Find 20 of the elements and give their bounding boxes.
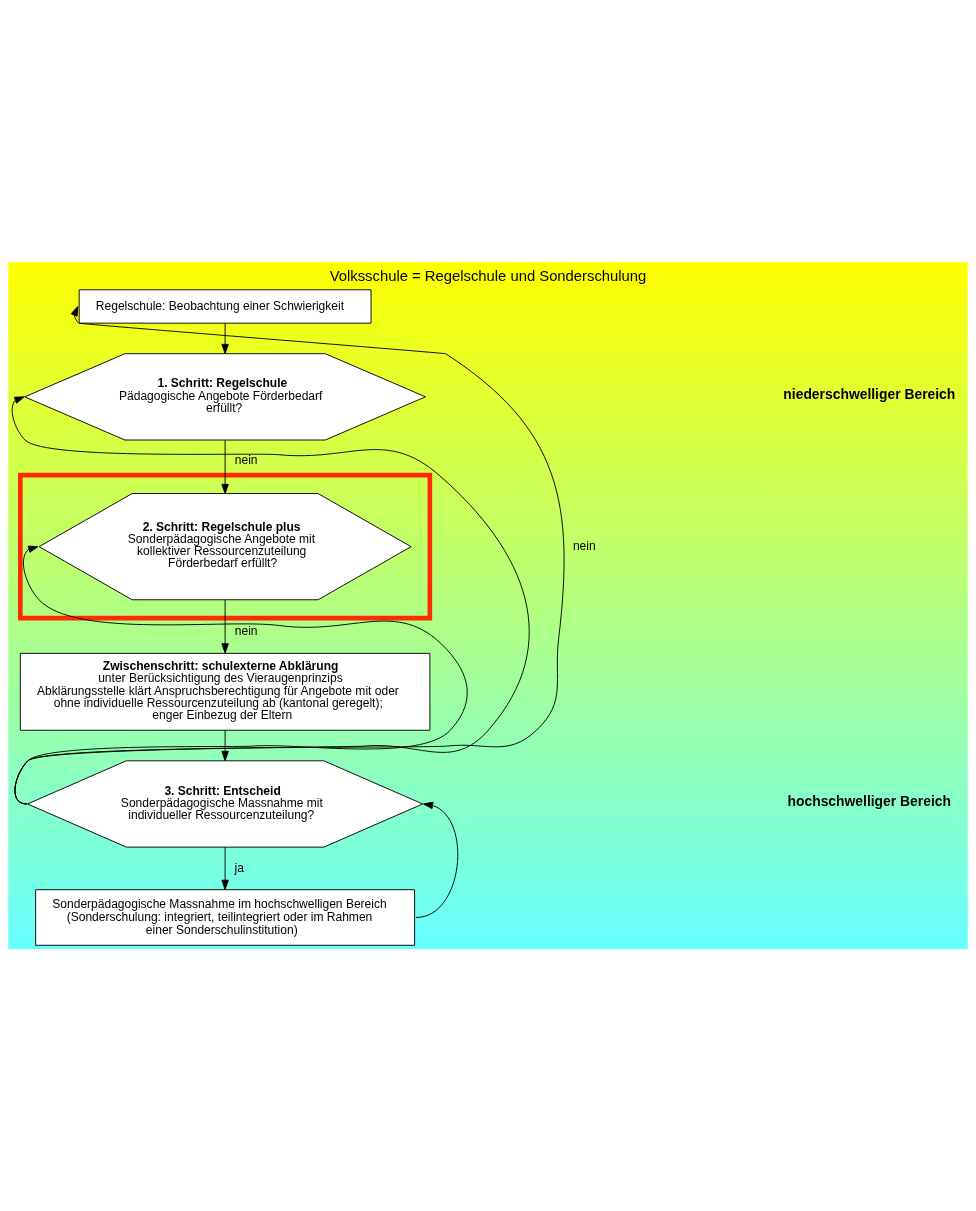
diagram-title: Volksschule = Regelschule und Sonderschulung — [329, 268, 647, 285]
node-box: Sonderpädagogische Massnahme im hochschwelligen Bereich (Sonderschulung: integriert, teilintegriert oder im Rahmen einer Sonderschulinstitution) — [35, 889, 416, 946]
arrow — [221, 599, 229, 654]
arrow — [221, 729, 229, 762]
edge-label: nein — [234, 453, 258, 468]
node-box: Regelschule: Beobachtung einer Schwierigkeit — [78, 289, 372, 324]
edge-label: ja — [234, 860, 244, 875]
arrow — [14, 306, 565, 805]
cluster — [18, 472, 433, 621]
edge-label: nein — [234, 624, 258, 639]
node-box: Zwischenschritt: schulexterne Abklärung unter Berücksichtigung des Vieraugenprinzips Abklärungsstelle klärt Anspruchsberechtigung für Angebote mit oder ohne individuelle Ressourcenzuteilung ab (kantonal geregelt); enger Einbezug der Eltern — [19, 652, 431, 731]
label: niederschwelliger Bereich — [783, 386, 956, 403]
arrow — [221, 846, 229, 890]
arrow — [11, 396, 530, 805]
label: hochschwelliger Bereich — [787, 793, 951, 810]
arrow — [14, 545, 468, 805]
edge-label: nein — [572, 538, 596, 553]
arrow — [221, 439, 229, 495]
arrow — [415, 801, 459, 918]
arrow — [221, 322, 229, 355]
